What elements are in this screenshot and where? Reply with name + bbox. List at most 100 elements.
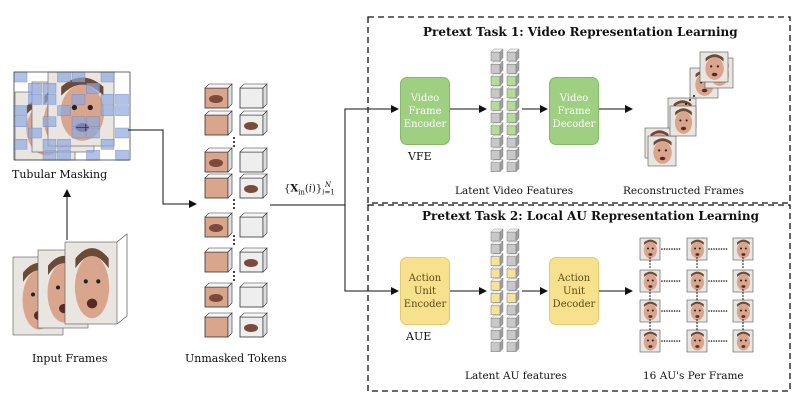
face-skin <box>643 273 658 291</box>
token-feature <box>209 95 223 103</box>
input-frames-label: Input Frames <box>32 352 108 365</box>
token-side <box>262 212 268 238</box>
au-grid-dot <box>696 289 698 291</box>
cube-side <box>515 134 520 148</box>
token-side <box>262 247 268 273</box>
latent-au-features-label: Latent AU features <box>465 370 567 382</box>
au-face <box>732 237 754 261</box>
mask-tile <box>13 105 28 116</box>
mask-tile <box>42 82 57 94</box>
feature-cube <box>490 110 504 123</box>
token-ellipsis-dot <box>233 235 235 237</box>
face-eye <box>647 309 649 312</box>
token-ellipsis-dot <box>233 199 235 201</box>
au-grid-dot <box>708 248 710 250</box>
cube-side <box>499 122 504 136</box>
au-grid-dot <box>668 248 671 250</box>
au-grid-dot <box>671 340 673 342</box>
mask-tile <box>28 82 42 94</box>
cube-face <box>490 231 501 242</box>
mask-tile <box>57 71 71 83</box>
mask-tile <box>115 127 129 139</box>
arrow-mask-to-tokens <box>128 129 197 208</box>
token-face <box>204 177 229 199</box>
token-feature <box>244 122 258 130</box>
face-mouth <box>711 72 718 77</box>
cube-side <box>515 146 520 160</box>
face-mouth <box>648 315 653 318</box>
au-grid-dot <box>708 340 710 342</box>
au-grid-dot <box>723 248 725 250</box>
face-eye <box>698 279 701 282</box>
cube-face <box>490 162 501 172</box>
token-face <box>239 151 264 173</box>
au-grid-dot <box>713 248 715 250</box>
au-grid-dot <box>673 310 676 312</box>
token-top <box>204 247 233 253</box>
mask-cube-outline <box>13 71 131 161</box>
au-grid-dot <box>718 280 720 282</box>
au-grid-dot <box>649 322 651 324</box>
token-side <box>262 110 268 136</box>
cube-side <box>515 73 520 87</box>
feature-cube <box>490 339 504 353</box>
vfe-line-3: Encoder <box>403 118 447 130</box>
cube-face <box>506 231 517 242</box>
au-grid-dot <box>696 292 698 294</box>
au-grid-dot <box>718 310 720 312</box>
face-eye <box>694 339 696 342</box>
token-tile <box>204 282 233 308</box>
face-skin <box>705 57 724 80</box>
cube-side <box>499 302 504 316</box>
cube-side <box>499 97 504 111</box>
au-grid-dot <box>710 340 713 342</box>
au-face <box>732 299 754 323</box>
vfe-abbrev: VFE <box>408 150 432 163</box>
au-grid-dot <box>649 266 651 268</box>
feature-cube <box>490 326 504 340</box>
au-grid-dot <box>725 248 728 250</box>
token-top <box>204 110 233 116</box>
cube-face <box>490 125 501 136</box>
au-grid-dot <box>713 280 715 282</box>
face-eye <box>740 309 742 312</box>
token-top <box>239 282 268 288</box>
cube-side <box>515 302 520 316</box>
au-grid-dot <box>673 280 676 282</box>
au-grid-dot <box>663 340 666 342</box>
au-grid-dot <box>666 310 668 312</box>
cube-face <box>490 64 501 74</box>
feature-cube <box>490 159 504 173</box>
mask-tile <box>57 150 71 161</box>
feature-cube <box>506 253 520 267</box>
feature-cube <box>506 290 520 303</box>
feature-cube <box>490 60 504 74</box>
au-grid-dot <box>663 248 666 250</box>
face-hair <box>61 77 104 96</box>
token-side <box>227 282 233 308</box>
au-grid-dot <box>742 266 744 268</box>
face-eye <box>716 65 720 68</box>
au-grid-dot <box>742 295 744 297</box>
au-grid-dot <box>715 280 718 282</box>
face-eye <box>698 309 701 312</box>
cube-side <box>499 146 504 160</box>
mask-tile <box>71 127 86 139</box>
feature-cube <box>506 110 520 123</box>
input-stack-edge <box>116 233 128 325</box>
face-skin <box>736 333 751 351</box>
feature-cube <box>506 146 520 160</box>
au-grid-dot <box>671 280 673 282</box>
token-side <box>262 282 268 308</box>
face-eye <box>744 279 747 282</box>
cube-side <box>499 326 504 340</box>
token-tile <box>239 173 268 199</box>
latent-video-features-label: Latent Video Features <box>455 185 574 197</box>
token-top <box>204 312 233 318</box>
au-grid-dot <box>649 325 651 327</box>
vfe-line-1: Video <box>410 92 440 104</box>
feature-cube <box>506 60 520 74</box>
token-feature <box>244 324 258 332</box>
cube-face <box>490 342 501 352</box>
token-ellipsis-dot <box>233 243 235 245</box>
